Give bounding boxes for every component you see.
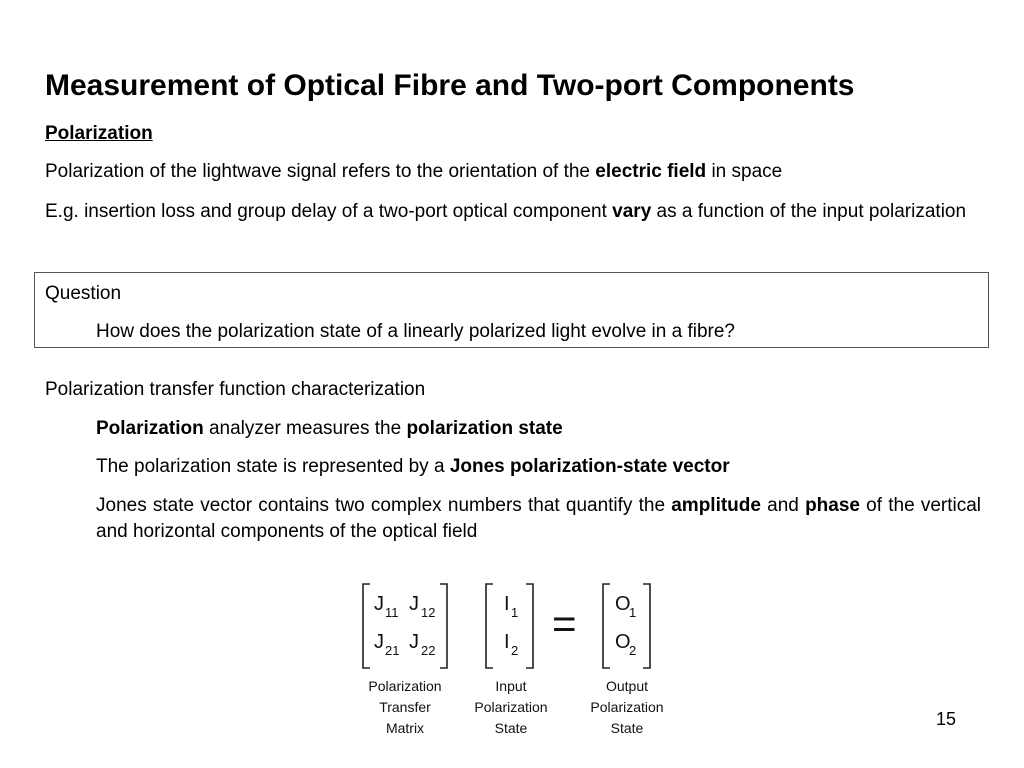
text-run: E.g. insertion loss and group delay of a… [45, 201, 613, 222]
output-o2-sub: 2 [629, 643, 636, 658]
section-heading-transfer-function: Polarization transfer function character… [45, 379, 426, 400]
bullet-jones-vector: The polarization state is represented by… [96, 454, 981, 480]
input-i1: I [504, 593, 510, 615]
matrix-j21-sub: 21 [385, 643, 399, 658]
output-o1-sub: 1 [629, 605, 636, 620]
page-number: 15 [936, 709, 957, 729]
caption-line: Matrix [385, 720, 425, 736]
question-label: Question [45, 283, 122, 304]
output-o2: O [615, 631, 631, 653]
matrix-j12-sub: 12 [421, 605, 435, 620]
text-run: in space [706, 161, 783, 182]
bold-text: Polarization [96, 418, 204, 439]
matrix-j21: J [374, 631, 384, 653]
matrix-j12: J [409, 593, 419, 615]
caption-input: Input Polarization State [456, 676, 566, 739]
bold-text: Jones polarization-state vector [449, 456, 730, 477]
bold-text: vary [612, 201, 652, 222]
caption-line: Polarization [474, 699, 548, 715]
matrix-left-bracket [362, 583, 370, 669]
caption-line: Input [495, 678, 527, 694]
question-text: How does the polarization state of a lin… [96, 321, 735, 342]
matrix-j11-sub: 11 [385, 605, 399, 620]
equals-sign: = [552, 600, 577, 647]
caption-line: Polarization [368, 678, 442, 694]
output-right-bracket [643, 583, 651, 669]
text-run: The polarization state is represented by… [96, 456, 450, 477]
text-run: Polarization of the lightwave signal ref… [45, 161, 596, 182]
text-run: of the vertical and horizontal component… [96, 495, 982, 542]
bullet-analyzer: Polarization analyzer measures the polar… [96, 416, 981, 442]
caption-line: Transfer [379, 699, 431, 715]
paragraph-example: E.g. insertion loss and group delay of a… [45, 199, 985, 225]
matrix-right-bracket [440, 583, 448, 669]
caption-line: Output [605, 678, 649, 694]
output-left-bracket [602, 583, 610, 669]
input-left-bracket [485, 583, 493, 669]
jones-matrix-figure: J 11 J 12 J 21 J 22 I 1 I 2 = O 1 O 2 Po… [350, 572, 680, 742]
text-run: and [760, 495, 806, 516]
matrix-j22-sub: 22 [421, 643, 435, 658]
input-i2-sub: 2 [511, 643, 518, 658]
caption-line: State [610, 720, 644, 736]
output-o1: O [615, 593, 631, 615]
jones-equation-diagram: J 11 J 12 J 21 J 22 I 1 I 2 = O 1 O 2 [362, 583, 651, 669]
slide-title: Measurement of Optical Fibre and Two-por… [45, 69, 855, 102]
caption-matrix: Polarization Transfer Matrix [350, 676, 460, 739]
question-box: Question How does the polarization state… [34, 272, 989, 348]
caption-output: Output Polarization State [572, 676, 682, 739]
text-run: analyzer measures the [203, 418, 407, 439]
matrix-j22: J [409, 631, 419, 653]
paragraph-polarization-definition: Polarization of the lightwave signal ref… [45, 159, 985, 185]
bold-text: phase [805, 495, 860, 516]
input-i2: I [504, 631, 510, 653]
input-i1-sub: 1 [511, 605, 518, 620]
caption-line: State [494, 720, 528, 736]
section-heading-polarization: Polarization [45, 123, 153, 144]
input-right-bracket [526, 583, 534, 669]
bold-text: polarization state [406, 418, 563, 439]
caption-line: Polarization [590, 699, 664, 715]
text-run: as a function of the input polarization [651, 201, 967, 222]
text-run: Jones state vector contains two complex … [96, 495, 672, 516]
bullet-jones-contents: Jones state vector contains two complex … [96, 493, 981, 545]
bold-text: amplitude [671, 495, 761, 516]
matrix-j11: J [374, 593, 384, 615]
bold-text: electric field [595, 161, 707, 182]
